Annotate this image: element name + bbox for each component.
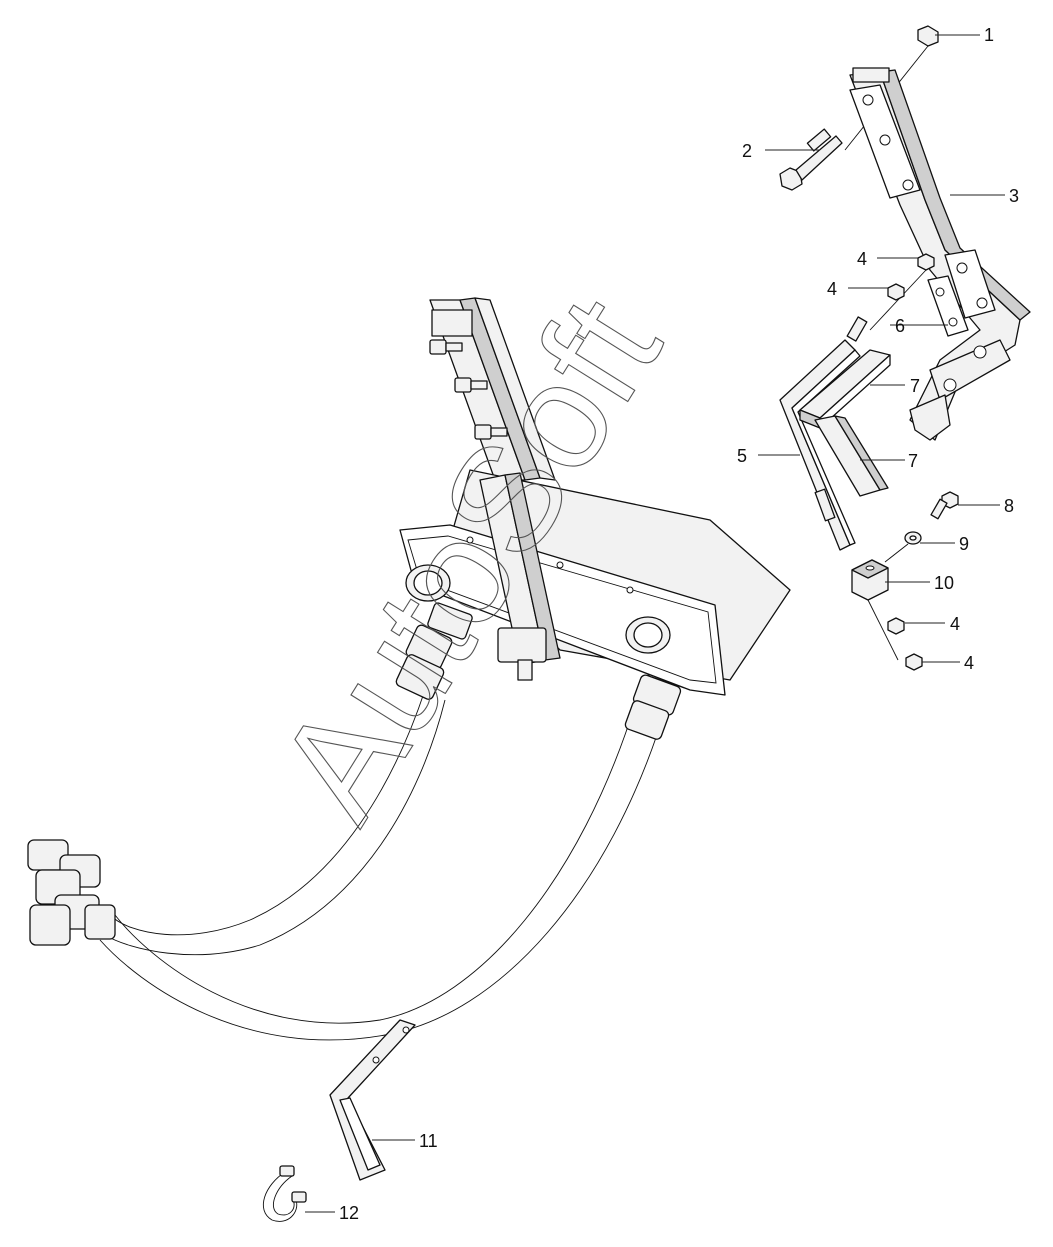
part-4-nut-c — [887, 617, 905, 635]
bolt-left-1 — [429, 339, 463, 355]
callout-5: 5 — [737, 446, 747, 466]
bolt-left-3 — [474, 424, 508, 440]
callout-10: 10 — [934, 573, 954, 593]
part-11-hose-bracket — [329, 1019, 416, 1181]
part-4-nut-a — [869, 253, 935, 331]
part-7-channel-lower — [814, 415, 889, 497]
part-6-plate — [927, 275, 969, 337]
part-5-l-bracket — [779, 339, 861, 551]
callout-4-c: 4 — [950, 614, 960, 634]
stud-upper — [846, 316, 868, 342]
part-10-spacer-block — [851, 559, 899, 661]
part-4-nut-b — [887, 283, 905, 301]
callout-6: 6 — [895, 316, 905, 336]
callout-7-b: 7 — [908, 451, 918, 471]
part-9-washer — [884, 531, 922, 563]
callout-1: 1 — [984, 25, 994, 45]
callout-labels: 1 2 3 4 4 6 7 5 7 8 9 10 4 4 11 12 — [339, 25, 1019, 1223]
callout-4-d: 4 — [964, 653, 974, 673]
part-4-nut-d — [905, 653, 923, 671]
hose-end-fittings — [27, 839, 116, 946]
part-12-u-bolt — [262, 1165, 307, 1222]
heat-exchanger-block — [399, 469, 791, 696]
hose-fitting-upper — [395, 602, 473, 700]
callout-4-a: 4 — [857, 249, 867, 269]
callout-leaders — [305, 34, 1005, 1213]
part-3-main-bracket — [849, 67, 1031, 441]
part-8-bolt — [930, 491, 959, 520]
callout-3: 3 — [1009, 186, 1019, 206]
callout-8: 8 — [1004, 496, 1014, 516]
callout-11: 11 — [419, 1131, 438, 1151]
callout-9: 9 — [959, 534, 969, 554]
mounting-bracket-left — [429, 297, 556, 481]
part-2-bolt — [779, 128, 843, 191]
callout-12: 12 — [339, 1203, 359, 1223]
callout-2: 2 — [742, 141, 752, 161]
callout-4-b: 4 — [827, 279, 837, 299]
callout-7-a: 7 — [910, 376, 920, 396]
bolt-left-2 — [454, 377, 488, 393]
